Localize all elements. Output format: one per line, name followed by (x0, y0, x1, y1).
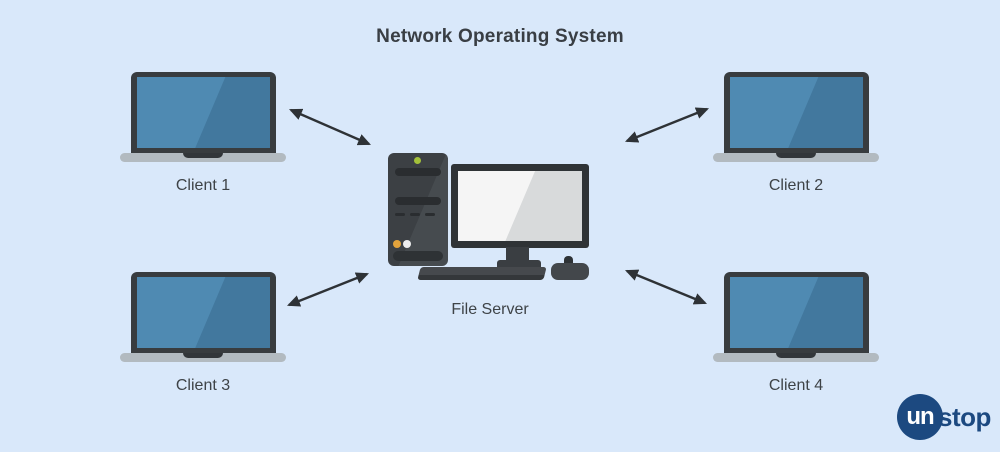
client-4-node: Client 4 (713, 272, 879, 395)
laptop-screen (136, 77, 270, 148)
laptop-screen (729, 277, 863, 348)
arrow-client1-server (289, 108, 371, 146)
laptop-base (713, 153, 879, 162)
status-led-orange-icon (393, 240, 401, 248)
mouse-icon (551, 263, 589, 280)
arrow-server-client4 (624, 269, 708, 305)
status-led-white-icon (403, 240, 411, 248)
server-label: File Server (451, 301, 529, 318)
server-tower-icon (388, 153, 448, 266)
laptop-screen (729, 77, 863, 148)
client-label: Client 1 (175, 177, 231, 194)
laptop-base (713, 353, 879, 362)
monitor-screen (458, 171, 582, 241)
client-label: Client 4 (768, 377, 824, 394)
drive-bay-slot (395, 197, 441, 205)
monitor-icon (451, 164, 589, 248)
laptop-base (120, 353, 286, 362)
unstop-logo-circle: un (897, 394, 943, 440)
client-label: Client 2 (768, 177, 824, 194)
laptop-icon (723, 72, 869, 153)
monitor-stand-base (497, 260, 541, 270)
client-label: Client 3 (175, 377, 231, 394)
client-3-node: Client 3 (120, 272, 286, 395)
client-1-node: Client 1 (120, 72, 286, 195)
laptop-hinge-notch (776, 353, 816, 358)
client-2-node: Client 2 (713, 72, 879, 195)
laptop-icon (723, 272, 869, 353)
unstop-logo: un stop (897, 394, 991, 440)
laptop-hinge-notch (183, 153, 223, 158)
monitor-stand-neck (506, 247, 529, 261)
laptop-base (120, 153, 286, 162)
power-led-icon (414, 157, 421, 164)
laptop-hinge-notch (776, 153, 816, 158)
arrow-client3-server (286, 272, 370, 307)
diagram-title: Network Operating System (376, 26, 624, 47)
vent-dash (395, 213, 405, 216)
drive-bay-slot (395, 168, 441, 176)
laptop-screen (136, 277, 270, 348)
keyboard-icon (417, 267, 547, 280)
laptop-icon (130, 272, 276, 353)
laptop-icon (130, 72, 276, 153)
laptop-hinge-notch (183, 353, 223, 358)
unstop-logo-text: stop (938, 401, 991, 432)
file-server-node: File Server (385, 152, 595, 327)
vent-dash (410, 213, 420, 216)
tower-base-panel (393, 251, 443, 261)
vent-dash (425, 213, 435, 216)
arrow-server-client2 (624, 107, 710, 143)
